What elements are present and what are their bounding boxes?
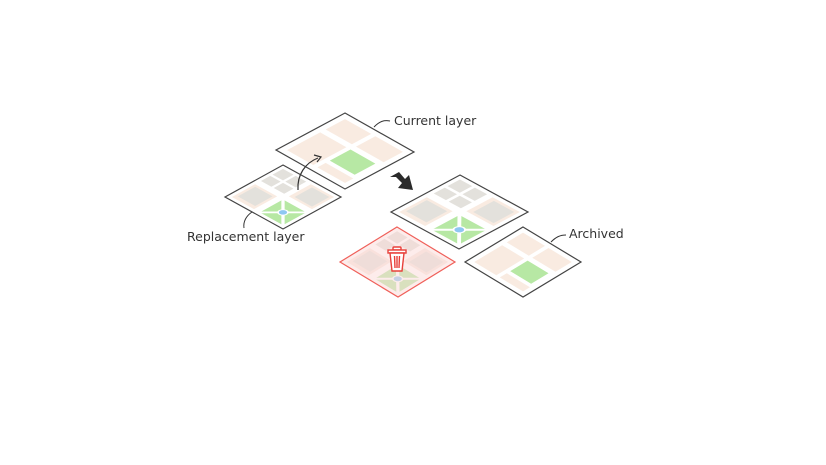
replacement-layer-label: Replacement layer — [187, 229, 305, 244]
result-layer-map — [389, 174, 530, 250]
trash-icon — [387, 246, 407, 272]
current-layer-label: Current layer — [394, 113, 477, 128]
replacement-layer-map — [223, 164, 343, 230]
archived-label: Archived — [569, 226, 624, 241]
current-label-leader — [373, 120, 391, 128]
curved-arrow-icon — [297, 157, 319, 191]
archived-label-leader — [550, 234, 567, 243]
archived-layer-map — [463, 226, 583, 298]
current-layer-map — [274, 112, 416, 190]
arrow-down-right-icon — [390, 172, 413, 190]
replacement-label-leader — [243, 211, 253, 229]
